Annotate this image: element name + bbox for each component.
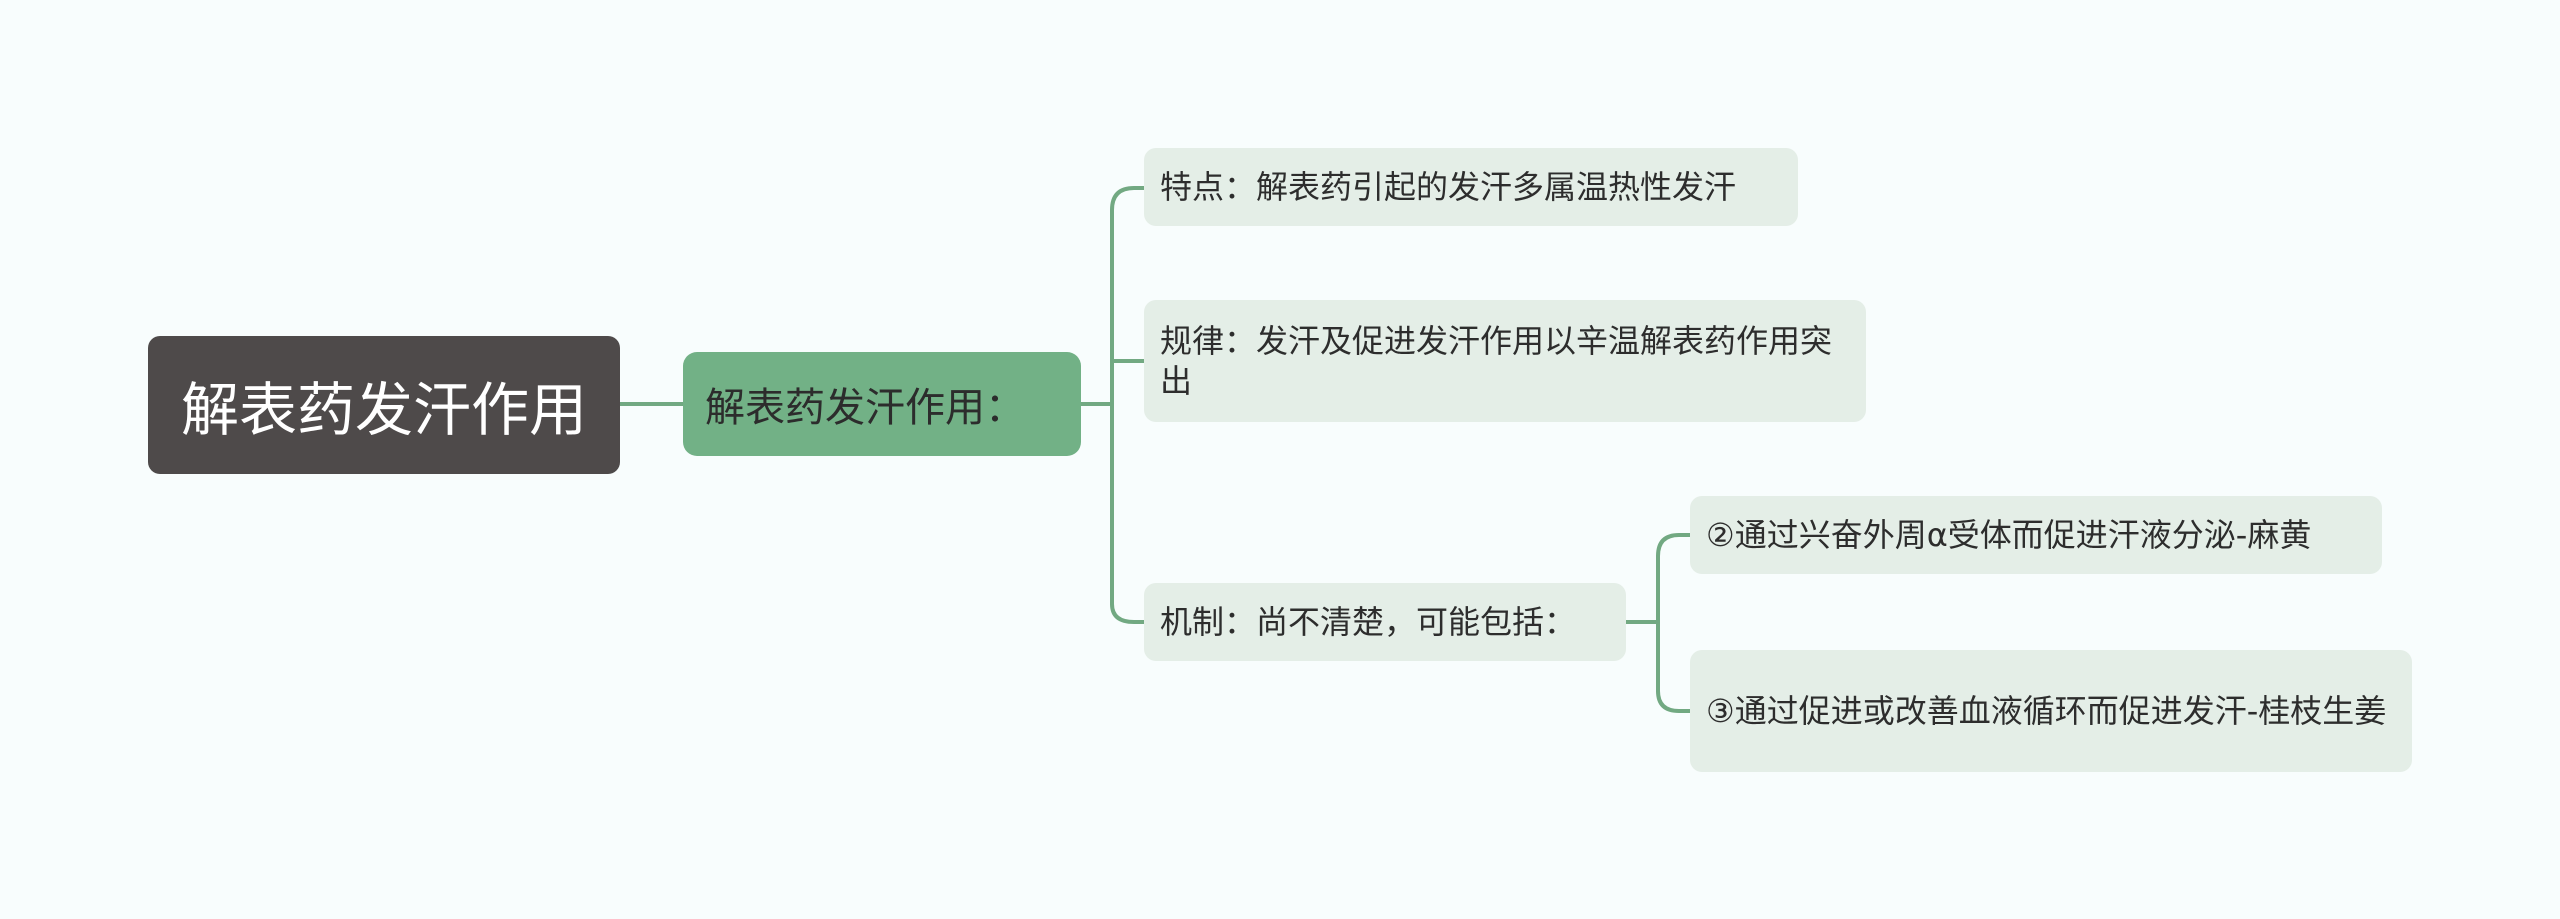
rule-node-label: 规律：发汗及促进发汗作用以辛温解表药作用突出 [1160,322,1833,400]
root-node-label: 解表药发汗作用 [180,376,587,444]
mechanism-node[interactable]: 机制：尚不清楚，可能包括： [1144,583,1626,661]
root-node[interactable]: 解表药发汗作用 [148,336,620,474]
to-m3-connector [1656,689,1692,713]
mechanism-item-label: ②通过兴奋外周α受体而促进汗液分泌-麻黄 [1706,516,2312,554]
feature-node[interactable]: 特点：解表药引起的发汗多属温热性发汗 [1144,148,1798,226]
mechanism-item-node[interactable]: ③通过促进或改善血液循环而促进发汗-桂枝生姜 [1690,650,2412,772]
mechanism-item-node[interactable]: ②通过兴奋外周α受体而促进汗液分泌-麻黄 [1690,496,2382,574]
main-topic-node[interactable]: 解表药发汗作用： [683,352,1081,456]
main-topic-label: 解表药发汗作用： [705,385,1025,431]
to-feature-connector [1110,186,1146,212]
feature-node-label: 特点：解表药引起的发汗多属温热性发汗 [1160,168,1737,206]
mechanism-item-label: ③通过促进或改善血液循环而促进发汗-桂枝生姜 [1706,692,2387,730]
mechanism-node-label: 机制：尚不清楚，可能包括： [1160,603,1577,641]
to-m2-connector [1656,533,1692,558]
rule-node[interactable]: 规律：发汗及促进发汗作用以辛温解表药作用突出 [1144,300,1866,422]
to-mechanism-connector [1110,602,1146,624]
